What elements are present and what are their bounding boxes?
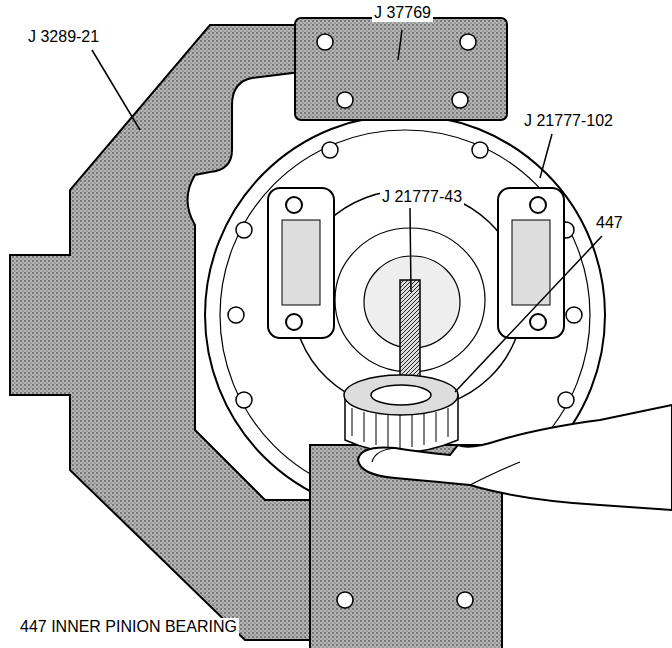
callout-label: J 21777-43: [380, 188, 464, 206]
bolt-holes: [228, 142, 582, 408]
figure-caption: 447 INNER PINION BEARING: [18, 618, 239, 636]
leader-lines: [92, 30, 602, 392]
top-plate: [295, 18, 507, 120]
inner-pinion-bearing: [344, 375, 458, 453]
callout-label: 447: [594, 214, 625, 232]
callout-label: J 3289-21: [26, 28, 101, 46]
hand: [358, 405, 672, 510]
callout-label: J 37769: [372, 4, 433, 22]
callout-label: J 21777-102: [522, 112, 615, 130]
